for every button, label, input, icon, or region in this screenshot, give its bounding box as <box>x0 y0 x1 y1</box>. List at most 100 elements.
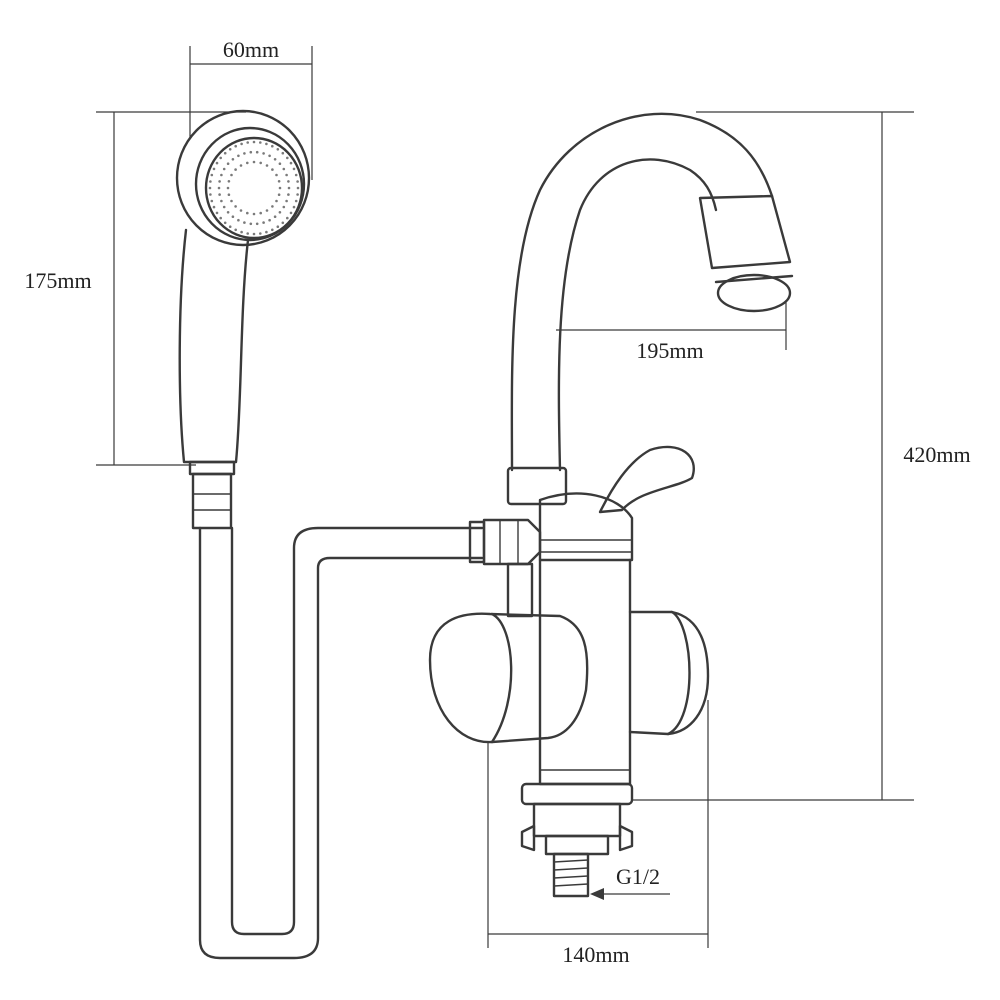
hose-connector <box>188 460 236 530</box>
shower-head <box>175 109 311 247</box>
nozzle-dot <box>226 162 230 165</box>
nozzle-dot <box>234 144 237 148</box>
nozzle-dot <box>276 225 280 228</box>
spout-aerator <box>716 273 792 313</box>
valve-body <box>538 492 634 562</box>
nozzle-dot <box>271 228 274 232</box>
nozzle-dot <box>259 161 263 165</box>
nozzle-dot <box>277 193 281 196</box>
nozzle-dot <box>296 186 300 190</box>
nozzle-dot <box>209 193 212 196</box>
nozzle-dot <box>239 164 243 167</box>
shower-nozzle-pattern <box>208 140 300 236</box>
nozzle-dot <box>218 193 221 196</box>
shower-hose <box>198 526 484 960</box>
nozzle-dot <box>209 180 212 183</box>
nozzle-dot <box>286 216 289 220</box>
nozzle-dot <box>212 205 216 209</box>
nozzle-dot <box>285 199 288 203</box>
nozzle-dot <box>246 141 249 144</box>
nozzle-dot <box>255 150 259 154</box>
nozzle-dot <box>246 232 249 235</box>
dim-head-width: 60mm <box>189 37 313 180</box>
nozzle-dot <box>240 230 243 234</box>
body-width-label: 140mm <box>562 942 629 967</box>
nozzle-dot <box>262 221 265 224</box>
nozzle-dot <box>237 154 240 158</box>
nozzle-dot <box>240 142 243 146</box>
nozzle-dot <box>210 199 214 203</box>
nozzle-dot <box>278 211 282 214</box>
hand-shower <box>175 109 484 960</box>
total-height-label: 420mm <box>903 442 970 467</box>
nozzle-dot <box>273 215 277 218</box>
nozzle-dot <box>265 142 268 146</box>
nozzle-dot <box>243 152 246 155</box>
nozzle-dot <box>296 180 299 183</box>
nozzle-dot <box>259 141 262 144</box>
nozzle-dot <box>219 216 222 220</box>
dim-total-height: 420mm <box>632 111 971 801</box>
nozzle-dot <box>230 199 233 203</box>
heater-body <box>428 558 710 786</box>
shower-height-label: 175mm <box>24 268 91 293</box>
nozzle-dot <box>265 164 269 167</box>
nozzle-dot <box>276 148 280 151</box>
spout-nozzle <box>698 194 792 270</box>
nozzle-dot <box>220 199 223 203</box>
nozzle-dot <box>212 167 216 171</box>
nozzle-dot <box>271 168 274 171</box>
nozzle-dot <box>296 193 299 196</box>
dim-thread: G1/2 <box>590 864 670 900</box>
shower-handle <box>178 228 250 464</box>
nozzle-dot <box>278 162 282 165</box>
spout-reach-label: 195mm <box>636 338 703 363</box>
nozzle-dot <box>218 180 221 183</box>
nozzle-dot <box>277 180 281 183</box>
nozzle-dot <box>246 161 249 165</box>
nozzle-dot <box>271 205 274 208</box>
nozzle-dot <box>292 205 296 209</box>
diverter-fitting <box>468 518 542 618</box>
nozzle-dot <box>282 167 286 171</box>
nozzle-dot <box>231 158 235 161</box>
nozzle-dot <box>222 205 226 209</box>
nozzle-dot <box>249 222 253 226</box>
nozzle-dot <box>239 209 243 212</box>
nozzle-dot <box>294 199 298 203</box>
nozzle-dot <box>275 173 278 177</box>
thread-label: G1/2 <box>616 864 660 889</box>
nozzle-dot <box>219 156 222 160</box>
spout-inner <box>557 158 718 472</box>
nozzle-dot <box>287 193 290 196</box>
nozzle-dot <box>243 221 246 224</box>
nozzle-dot <box>268 218 271 222</box>
dim-shower-height: 175mm <box>24 111 246 466</box>
lever-handle <box>598 445 695 514</box>
nozzle-dot <box>281 151 285 155</box>
nozzle-dot <box>217 186 221 190</box>
nozzle-dot <box>252 140 256 144</box>
nozzle-dot <box>234 168 237 171</box>
nozzle-dot <box>234 205 237 208</box>
nozzle-dot <box>223 151 227 155</box>
nozzle-dot <box>265 209 269 212</box>
nozzle-dot <box>275 199 278 203</box>
nozzle-dot <box>268 154 271 158</box>
nozzle-dot <box>228 148 232 151</box>
aerator-edge <box>714 274 794 284</box>
faucet <box>428 112 794 898</box>
nozzle-dot <box>215 161 219 165</box>
nozzle-dot <box>281 221 285 225</box>
nozzle-dot <box>237 218 240 222</box>
nozzle-dot <box>255 222 259 226</box>
nozzle-dot <box>286 156 289 160</box>
nozzle-dot <box>220 173 223 177</box>
shower-hose-inner <box>230 526 484 936</box>
nozzle-dot <box>273 158 277 161</box>
nozzle-dot <box>246 211 249 215</box>
dim-spout-reach: 195mm <box>556 300 787 363</box>
nozzle-dot <box>228 225 232 228</box>
dim-body-width: 140mm <box>487 700 709 967</box>
